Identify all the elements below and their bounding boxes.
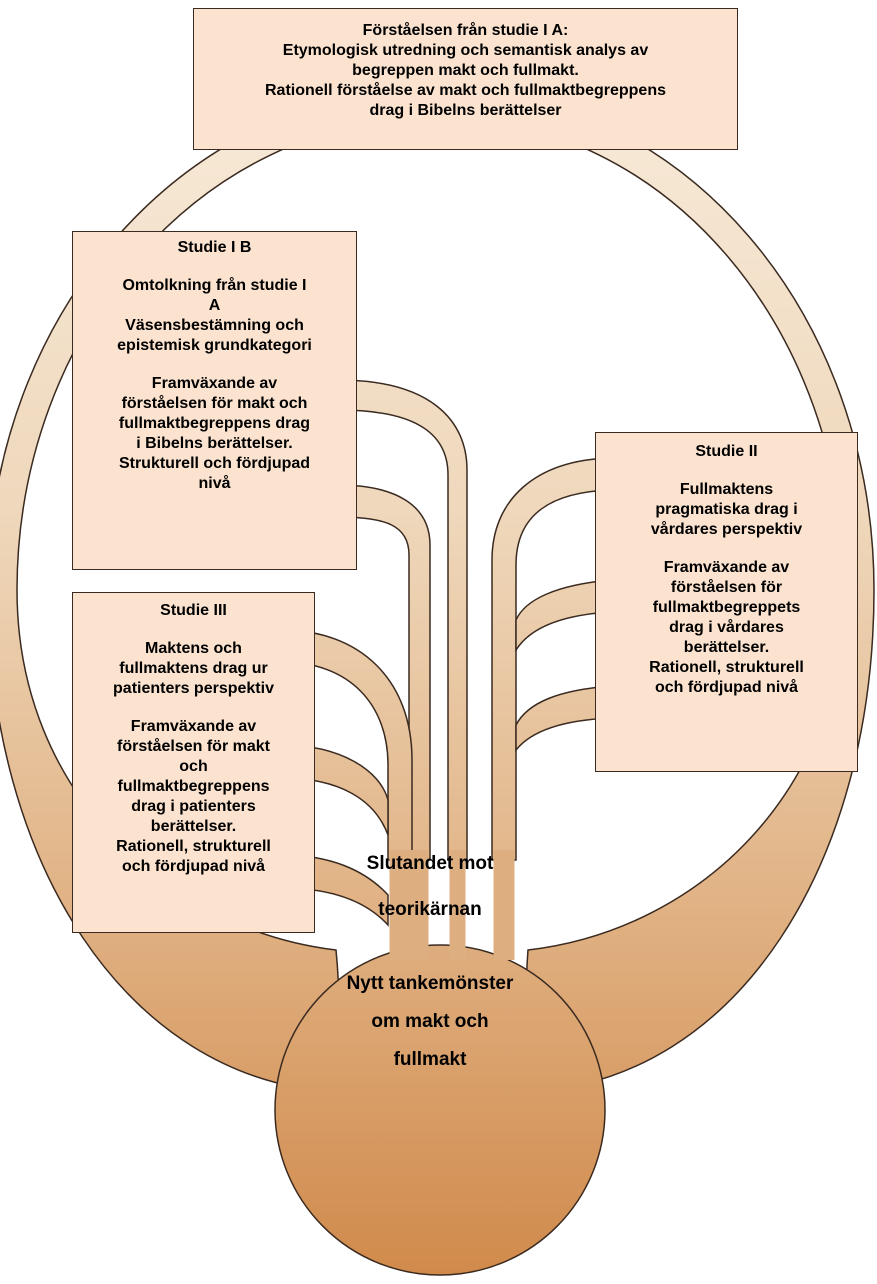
top-box-line-3: begreppen makt och fullmakt. [352,62,579,79]
study-1b-title: Studie I B [177,239,252,256]
study-2-heading: Fullmaktens pragmatiska drag i vårdares … [650,481,803,538]
top-box-line-4: Rationell förståelse av makt och fullmak… [264,82,666,99]
top-box-line-1: Förståelsen från studie I A: [362,22,569,39]
top-box-line-2: Etymologisk utredning och semantisk anal… [282,42,649,59]
root-line-3: Nytt tankemönster [346,973,514,994]
top-box-line-5: drag i Bibelns berättelser [369,102,562,119]
trunk-base-1 [449,850,466,960]
branch-2-lower [515,685,612,753]
study-3-heading: Maktens och fullmaktens drag ur patiente… [113,640,274,697]
trunk-base-3 [493,850,515,960]
branch-2-middle [515,579,612,653]
root-line-5: fullmakt [393,1049,467,1070]
study-3-body: Framväxande av förståelsen för makt och … [116,718,271,875]
study-2-title: Studie II [695,443,758,460]
study-1b-heading: Omtolkning från studie I A Väsensbestämn… [117,277,312,354]
study-2-body: Framväxande av förståelsen för fullmaktb… [649,559,804,696]
study-1b-body: Framväxande av förståelsen för makt och … [118,375,311,492]
box-study-2: Studie II Fullmaktens pragmatiska drag i… [595,432,858,772]
root-line-4: om makt och [371,1011,489,1032]
box-study-1b: Studie I B Omtolkning från studie I A Vä… [72,231,357,570]
root-line-2: teorikärnan [378,899,482,920]
trunk-base-4 [389,850,411,960]
trunk-left [337,379,468,861]
trunk-right [491,457,612,861]
top-box-study-1a: Förståelsen från studie I A: Etymologisk… [193,8,738,150]
root-circle [274,944,606,1276]
root-text: Slutandet mot teorikärnan Nytt tankemöns… [280,845,580,1079]
study-3-title: Studie III [160,602,227,619]
trunk-base-2 [410,850,429,960]
root-line-1: Slutandet mot [366,853,494,874]
box-study-3: Studie III Maktens och fullmaktens drag … [72,592,315,933]
